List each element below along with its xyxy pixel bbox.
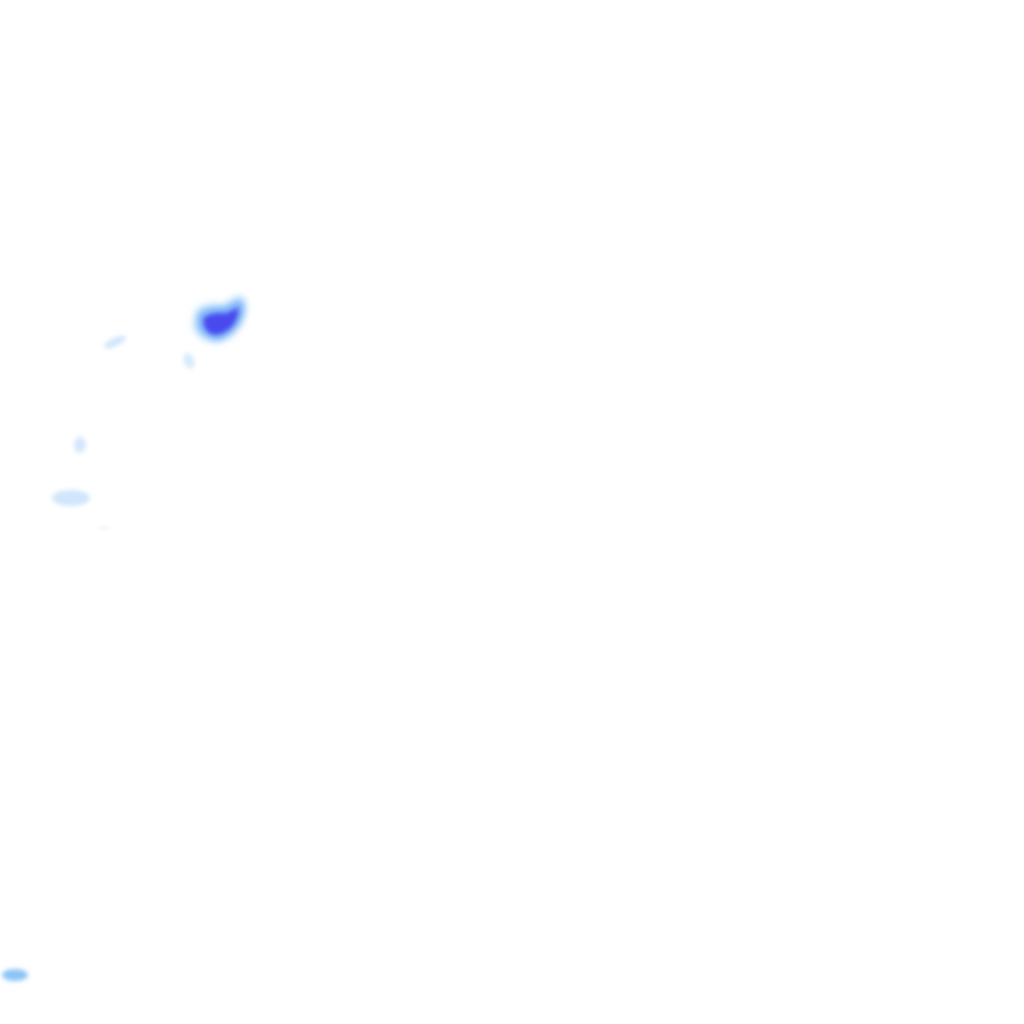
precip-cell-heavy [194,296,246,342]
precip-cell-light [74,437,86,453]
precip-cell-light [183,353,195,369]
precip-cell-light [99,526,109,530]
precip-cell-medium [2,969,28,981]
precip-cell-light [103,335,127,349]
precip-cell-light [52,490,90,506]
